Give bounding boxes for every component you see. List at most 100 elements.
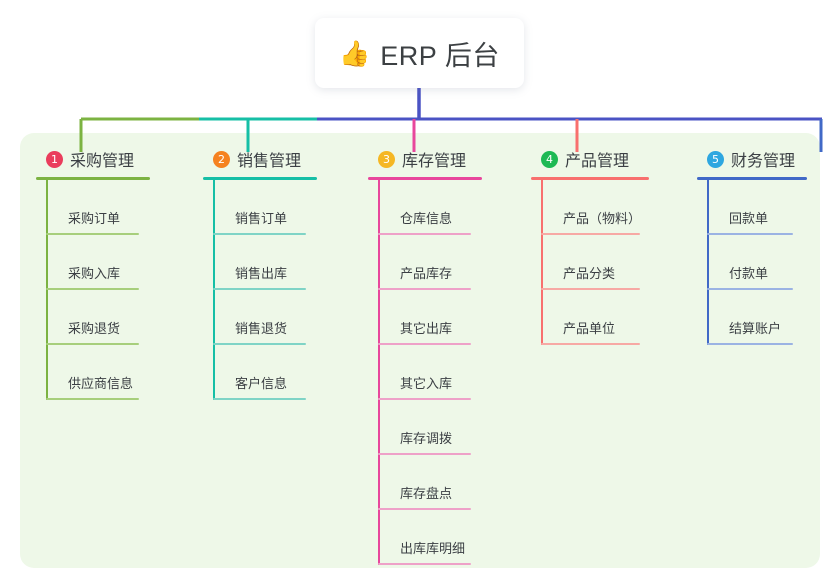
branch-item[interactable]: 供应商信息 [46, 345, 186, 400]
branch-item-underline [378, 453, 471, 455]
branch-item[interactable]: 销售退货 [213, 290, 353, 345]
branch-header-1[interactable]: 1 采购管理 [36, 146, 186, 172]
branch-item[interactable]: 采购退货 [46, 290, 186, 345]
branch-label: 库存管理 [402, 153, 467, 170]
branch-header-4[interactable]: 4 产品管理 [531, 146, 681, 172]
branch-item-underline [541, 233, 640, 235]
branch-header-2[interactable]: 2 销售管理 [203, 146, 353, 172]
branch-item[interactable]: 回款单 [707, 180, 827, 235]
branch-item-label: 客户信息 [235, 376, 288, 391]
branch-item-underline [541, 343, 640, 345]
root-title: ERP 后台 [380, 40, 500, 71]
branch-item[interactable]: 其它出库 [378, 290, 518, 345]
branch-spine [707, 180, 709, 345]
branch-label: 产品管理 [565, 153, 630, 170]
branch-item-underline [378, 288, 471, 290]
branch-items: 采购订单采购入库采购退货供应商信息 [46, 180, 186, 400]
branch-badge-5: 5 [707, 150, 724, 168]
branch-items: 仓库信息产品库存其它出库其它入库库存调拨库存盘点出库库明细 [378, 180, 518, 565]
branch-item-underline [46, 343, 139, 345]
branch-item-label: 回款单 [729, 211, 769, 226]
branch-item[interactable]: 产品分类 [541, 235, 681, 290]
branch-items: 产品（物料） 产品分类产品单位 [541, 180, 681, 345]
branch-item-label: 产品库存 [400, 266, 453, 281]
branch-underline [368, 177, 482, 180]
branch-item-label: 库存调拨 [400, 431, 453, 446]
branch-item-label: 供应商信息 [68, 376, 134, 391]
branch-item-underline [707, 233, 793, 235]
branch-item-underline [707, 343, 793, 345]
branch-item-underline [46, 398, 139, 400]
branch-item-label: 产品（物料） [563, 211, 642, 226]
branch-item-underline [213, 398, 306, 400]
branch-item-label: 结算账户 [729, 321, 782, 336]
branch-item-label: 采购退货 [68, 321, 121, 336]
branch-label: 销售管理 [237, 153, 302, 170]
branch-item-label: 产品分类 [563, 266, 616, 281]
branch-underline [36, 177, 150, 180]
branch-item[interactable]: 结算账户 [707, 290, 827, 345]
branch-spine [46, 180, 48, 400]
branch-underline [203, 177, 317, 180]
branch-item-label: 产品单位 [563, 321, 616, 336]
branch-item[interactable]: 采购订单 [46, 180, 186, 235]
branch-item[interactable]: 付款单 [707, 235, 827, 290]
branch-item-label: 采购入库 [68, 266, 121, 281]
branch-item[interactable]: 客户信息 [213, 345, 353, 400]
branch-item-underline [46, 288, 139, 290]
branch-item-underline [378, 563, 471, 565]
thumbs-up-icon: 👍 [339, 38, 371, 68]
branch-badge-2: 2 [213, 150, 230, 168]
branch-column-1: 1 采购管理采购订单采购入库采购退货供应商信息 [36, 146, 186, 400]
branch-spine [541, 180, 543, 345]
root-node[interactable]: 👍 ERP 后台 [315, 18, 524, 88]
branch-item-underline [707, 288, 793, 290]
branch-item[interactable]: 产品库存 [378, 235, 518, 290]
branch-header-3[interactable]: 3 库存管理 [368, 146, 518, 172]
branch-item[interactable]: 销售订单 [213, 180, 353, 235]
branch-item-label: 其它入库 [400, 376, 453, 391]
branch-label: 财务管理 [731, 153, 796, 170]
branch-column-4: 4 产品管理产品（物料） 产品分类产品单位 [531, 146, 681, 345]
branch-item-underline [378, 343, 471, 345]
branch-item-label: 销售订单 [235, 211, 288, 226]
branch-underline [531, 177, 649, 180]
branch-badge-1: 1 [46, 150, 63, 168]
branch-item-underline [378, 508, 471, 510]
branch-item-underline [213, 233, 306, 235]
branch-underline [697, 177, 807, 180]
branch-item[interactable]: 其它入库 [378, 345, 518, 400]
branch-items: 销售订单销售出库销售退货客户信息 [213, 180, 353, 400]
branch-item-underline [541, 288, 640, 290]
branch-item-underline [378, 233, 471, 235]
branch-item-label: 销售出库 [235, 266, 288, 281]
branch-badge-4: 4 [541, 150, 558, 168]
branch-column-3: 3 库存管理仓库信息产品库存其它出库其它入库库存调拨库存盘点出库库明细 [368, 146, 518, 565]
branch-label: 采购管理 [70, 153, 135, 170]
branch-item-label: 付款单 [729, 266, 769, 281]
branch-item[interactable]: 采购入库 [46, 235, 186, 290]
branch-item[interactable]: 库存盘点 [378, 455, 518, 510]
branch-item[interactable]: 产品（物料） [541, 180, 681, 235]
branch-item-underline [213, 288, 306, 290]
branch-spine [378, 180, 380, 565]
branch-column-5: 5 财务管理回款单付款单结算账户 [697, 146, 827, 345]
branch-item[interactable]: 出库库明细 [378, 510, 518, 565]
content-panel [20, 133, 820, 568]
branch-item[interactable]: 销售出库 [213, 235, 353, 290]
branch-item-underline [46, 233, 139, 235]
branch-badge-3: 3 [378, 150, 395, 168]
branch-item[interactable]: 产品单位 [541, 290, 681, 345]
branch-column-2: 2 销售管理销售订单销售出库销售退货客户信息 [203, 146, 353, 400]
branch-item-label: 出库库明细 [400, 541, 466, 556]
branch-item[interactable]: 库存调拨 [378, 400, 518, 455]
branch-item-underline [213, 343, 306, 345]
branch-items: 回款单付款单结算账户 [707, 180, 827, 345]
branch-item-label: 库存盘点 [400, 486, 453, 501]
branch-item-label: 仓库信息 [400, 211, 453, 226]
branch-item-label: 其它出库 [400, 321, 453, 336]
branch-item[interactable]: 仓库信息 [378, 180, 518, 235]
branch-item-underline [378, 398, 471, 400]
branch-header-5[interactable]: 5 财务管理 [697, 146, 827, 172]
